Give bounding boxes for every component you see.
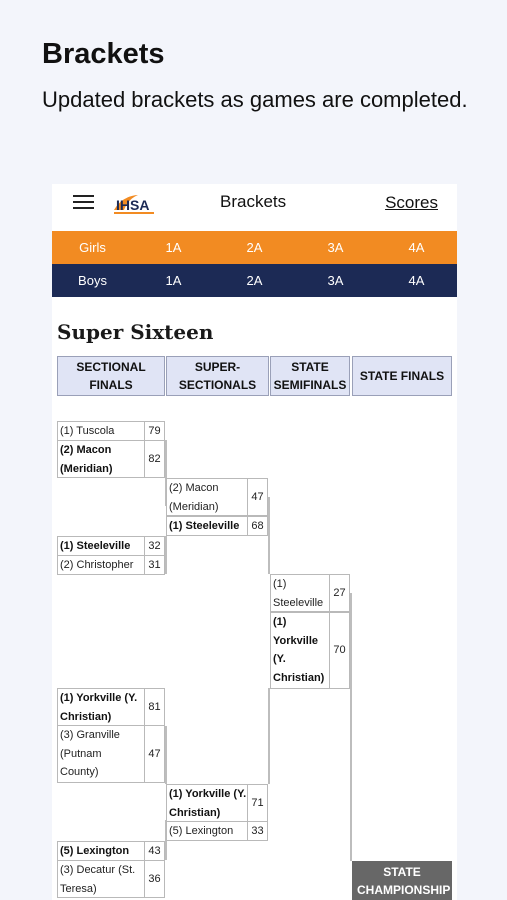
team-name: (1) Steeleville xyxy=(60,540,131,552)
top-bar: IHSA Brackets Scores xyxy=(52,184,457,231)
team-name: (1) Yorkville (Y. Christian) xyxy=(169,788,247,819)
girls-class-nav: Girls 1A 2A 3A 4A xyxy=(52,231,457,264)
team-score: 68 xyxy=(247,517,267,535)
team-slot[interactable]: (3) Decatur (St. Teresa) 36 xyxy=(57,860,165,898)
connector xyxy=(350,593,352,861)
team-name: (1) Steeleville xyxy=(273,578,324,609)
scores-link[interactable]: Scores xyxy=(385,193,438,212)
round-title: Super Sixteen xyxy=(57,320,214,344)
team-slot[interactable]: (5) Lexington 33 xyxy=(166,821,268,841)
hamburger-menu-icon[interactable] xyxy=(73,195,94,210)
girls-2a-tab[interactable]: 2A xyxy=(246,240,263,255)
team-slot-winner[interactable]: (1) Yorkville (Y. Christian) 70 xyxy=(270,612,350,689)
team-slot-winner[interactable]: (5) Lexington 43 xyxy=(57,841,165,861)
team-slot-winner[interactable]: (1) Yorkville (Y. Christian) 71 xyxy=(166,784,268,822)
ihsa-logo: IHSA xyxy=(114,195,154,214)
app-screen: IHSA Brackets Scores Girls 1A 2A 3A 4A B… xyxy=(52,184,457,900)
team-slot[interactable]: (2) Christopher 31 xyxy=(57,555,165,575)
connector xyxy=(268,688,270,784)
boys-class-nav: Boys 1A 2A 3A 4A xyxy=(52,264,457,297)
boys-label: Boys xyxy=(78,273,107,288)
team-score: 32 xyxy=(144,537,164,555)
team-name: (5) Lexington xyxy=(60,845,130,857)
team-score: 47 xyxy=(247,479,267,515)
team-name: (5) Lexington xyxy=(169,825,234,837)
team-score: 47 xyxy=(144,726,164,782)
team-slot[interactable]: (3) Granville (Putnam County) 47 xyxy=(57,725,165,783)
connector xyxy=(165,726,167,784)
team-name: (1) Tuscola xyxy=(60,425,115,437)
team-slot-winner[interactable]: (1) Steeleville 32 xyxy=(57,536,165,556)
team-name: (3) Decatur (St. Teresa) xyxy=(60,864,136,895)
team-score: 43 xyxy=(144,842,164,860)
boys-4a-tab[interactable]: 4A xyxy=(408,273,425,288)
team-score: 71 xyxy=(247,785,267,821)
round-header-state-finals[interactable]: STATE FINALS xyxy=(352,356,452,396)
team-score: 81 xyxy=(144,689,164,725)
team-slot[interactable]: (2) Macon (Meridian) 47 xyxy=(166,478,268,516)
team-score: 79 xyxy=(144,422,164,440)
connector xyxy=(165,440,167,506)
team-name: (2) Macon (Meridian) xyxy=(60,444,113,475)
team-slot[interactable]: (1) Steeleville 27 xyxy=(270,574,350,612)
team-slot-winner[interactable]: (2) Macon (Meridian) 82 xyxy=(57,440,165,478)
girls-label: Girls xyxy=(79,240,106,255)
boys-1a-tab[interactable]: 1A xyxy=(165,273,182,288)
team-name: (1) Steeleville xyxy=(169,520,240,532)
team-name: (2) Christopher xyxy=(60,559,134,571)
girls-4a-tab[interactable]: 4A xyxy=(408,240,425,255)
promo-subtitle: Updated brackets as games are completed. xyxy=(42,87,468,112)
state-championship-button[interactable]: STATE CHAMPIONSHIP xyxy=(352,861,452,900)
logo-text: IHSA xyxy=(116,197,149,213)
connector xyxy=(268,497,270,574)
team-score: 27 xyxy=(329,575,349,611)
team-score: 36 xyxy=(144,861,164,897)
team-slot[interactable]: (1) Tuscola 79 xyxy=(57,421,165,441)
boys-3a-tab[interactable]: 3A xyxy=(327,273,344,288)
team-slot-winner[interactable]: (1) Steeleville 68 xyxy=(166,516,268,536)
team-name: (3) Granville (Putnam County) xyxy=(60,729,120,778)
team-name: (1) Yorkville (Y. Christian) xyxy=(60,692,138,723)
promo-title: Brackets xyxy=(42,38,165,70)
girls-3a-tab[interactable]: 3A xyxy=(327,240,344,255)
team-score: 33 xyxy=(247,822,267,840)
boys-2a-tab[interactable]: 2A xyxy=(246,273,263,288)
team-name: (2) Macon (Meridian) xyxy=(169,482,219,513)
round-header-super-sectionals[interactable]: SUPER-SECTIONALS xyxy=(166,356,269,396)
girls-1a-tab[interactable]: 1A xyxy=(165,240,182,255)
team-score: 82 xyxy=(144,441,164,477)
connector xyxy=(165,536,167,574)
page-title: Brackets xyxy=(220,192,287,211)
team-slot-winner[interactable]: (1) Yorkville (Y. Christian) 81 xyxy=(57,688,165,726)
bracket: (1) Tuscola 79 (2) Macon (Meridian) 82 (… xyxy=(52,184,457,900)
team-name: (1) Yorkville (Y. Christian) xyxy=(273,616,325,684)
team-score: 70 xyxy=(329,613,349,688)
team-score: 31 xyxy=(144,556,164,574)
